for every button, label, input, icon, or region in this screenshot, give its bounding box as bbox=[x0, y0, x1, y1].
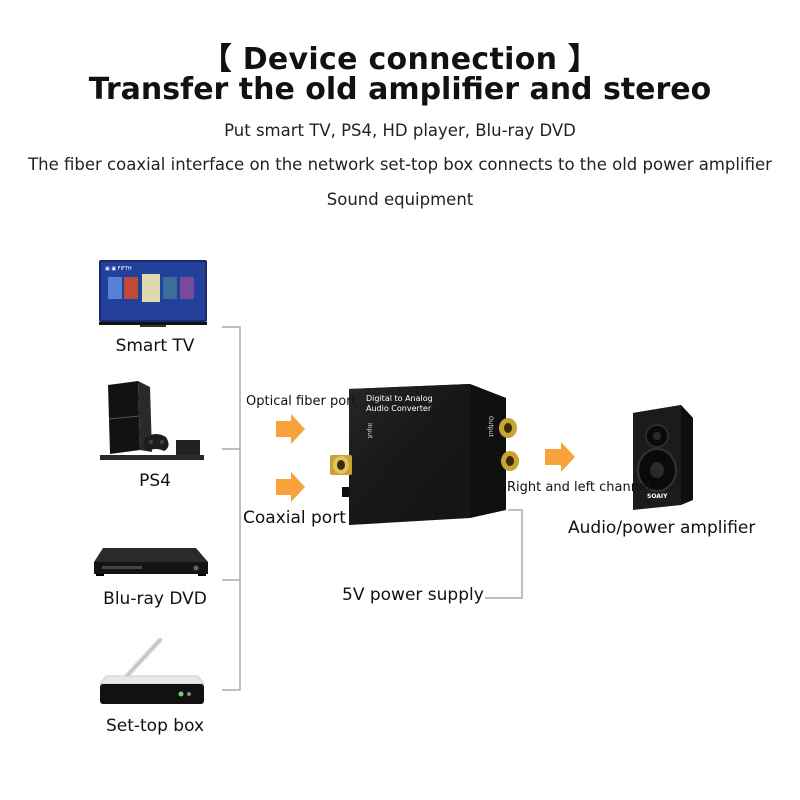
speaker-icon: SOAIY bbox=[633, 405, 693, 510]
set-top-box-icon bbox=[99, 637, 205, 704]
smart-tv-icon: ▣ ▣ FIFTH bbox=[99, 260, 207, 327]
source-label-blu-ray-dvd: Blu-ray DVD bbox=[103, 589, 207, 609]
output-arrow bbox=[545, 442, 575, 472]
source-bracket bbox=[222, 326, 241, 691]
description-line-1: Put smart TV, PS4, HD player, Blu-ray DV… bbox=[224, 121, 576, 140]
coaxial-port-label: Coaxial port bbox=[243, 508, 346, 528]
converter-output-label: Output bbox=[487, 416, 494, 437]
converter-label-2: Audio Converter bbox=[366, 404, 432, 413]
source-label-set-top-box: Set-top box bbox=[105, 716, 205, 736]
channel-label: Right and left channel bbox=[507, 480, 651, 495]
converter-label-1: Digital to Analog bbox=[366, 394, 433, 403]
description-line-2: The fiber coaxial interface on the netwo… bbox=[28, 155, 772, 174]
converter-input-label: Input bbox=[366, 423, 373, 439]
optical-port-label: Optical fiber port bbox=[246, 394, 357, 409]
power-supply-label: 5V power supply bbox=[342, 585, 484, 605]
ps4-icon bbox=[100, 381, 204, 460]
speaker-brand: SOAIY bbox=[647, 493, 668, 500]
output-device-label: Audio/power amplifier bbox=[568, 518, 756, 538]
source-label-ps4: PS4 bbox=[139, 471, 171, 491]
description-line-3: Sound equipment bbox=[326, 190, 474, 209]
coaxial-arrow bbox=[276, 472, 305, 502]
dvd-player-icon bbox=[94, 548, 208, 576]
diagram-subtitle: Transfer the old amplifier and stereo bbox=[88, 72, 712, 107]
source-label-smart-tv: Smart TV bbox=[115, 336, 195, 356]
diagram-title: 【 Device connection 】 bbox=[201, 42, 599, 77]
converter-box: Digital to Analog Audio Converter Input … bbox=[330, 384, 519, 525]
tv-screen-text: ▣ ▣ FIFTH bbox=[105, 266, 132, 272]
optical-arrow bbox=[276, 414, 305, 444]
power-line bbox=[485, 509, 523, 599]
